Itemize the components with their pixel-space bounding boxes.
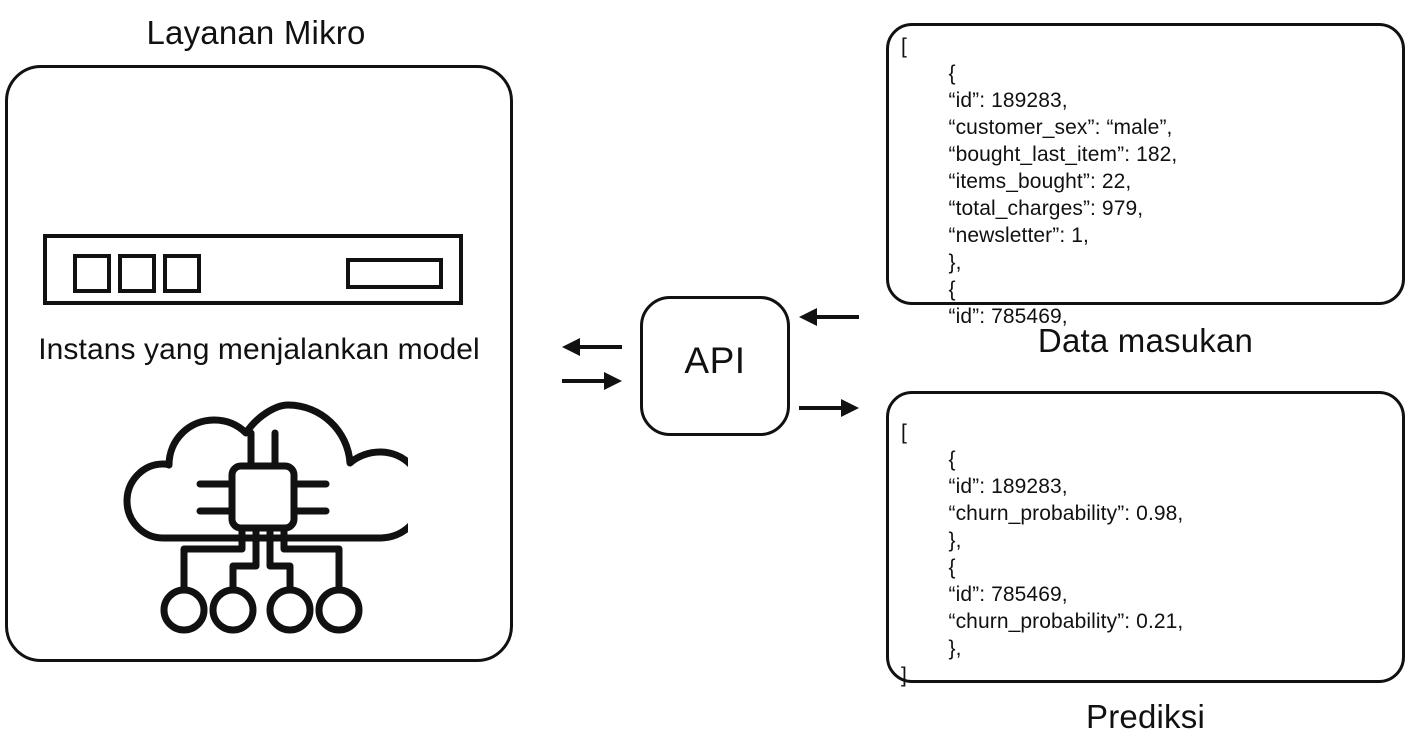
output-data-caption: Prediksi bbox=[1086, 698, 1205, 735]
server-slot-icon bbox=[346, 258, 443, 289]
server-led-3 bbox=[163, 254, 201, 293]
instance-caption: Instans yang menjalankan model bbox=[38, 333, 480, 366]
input-data-caption: Data masukan bbox=[1037, 322, 1254, 359]
output-data-code: [ { “id”: 189283, “churn_probability”: 0… bbox=[901, 421, 1184, 687]
arrow-api-to-output bbox=[797, 395, 861, 421]
server-led-1 bbox=[73, 254, 111, 293]
server-rack-icon bbox=[43, 234, 463, 305]
server-led-2 bbox=[118, 254, 156, 293]
cloud-compute-icon bbox=[118, 394, 427, 642]
arrow-input-to-api bbox=[797, 304, 861, 330]
input-data-code: [ { “id”: 189283, “customer_sex”: “male”… bbox=[901, 35, 1178, 328]
api-label: API bbox=[684, 340, 746, 381]
arrow-service-to-api bbox=[560, 368, 624, 394]
microservice-title: Layanan Mikro bbox=[146, 14, 366, 51]
output-data-panel bbox=[886, 391, 1405, 683]
input-data-panel bbox=[886, 23, 1405, 305]
api-node bbox=[640, 296, 790, 436]
arrow-api-to-service bbox=[560, 334, 624, 360]
